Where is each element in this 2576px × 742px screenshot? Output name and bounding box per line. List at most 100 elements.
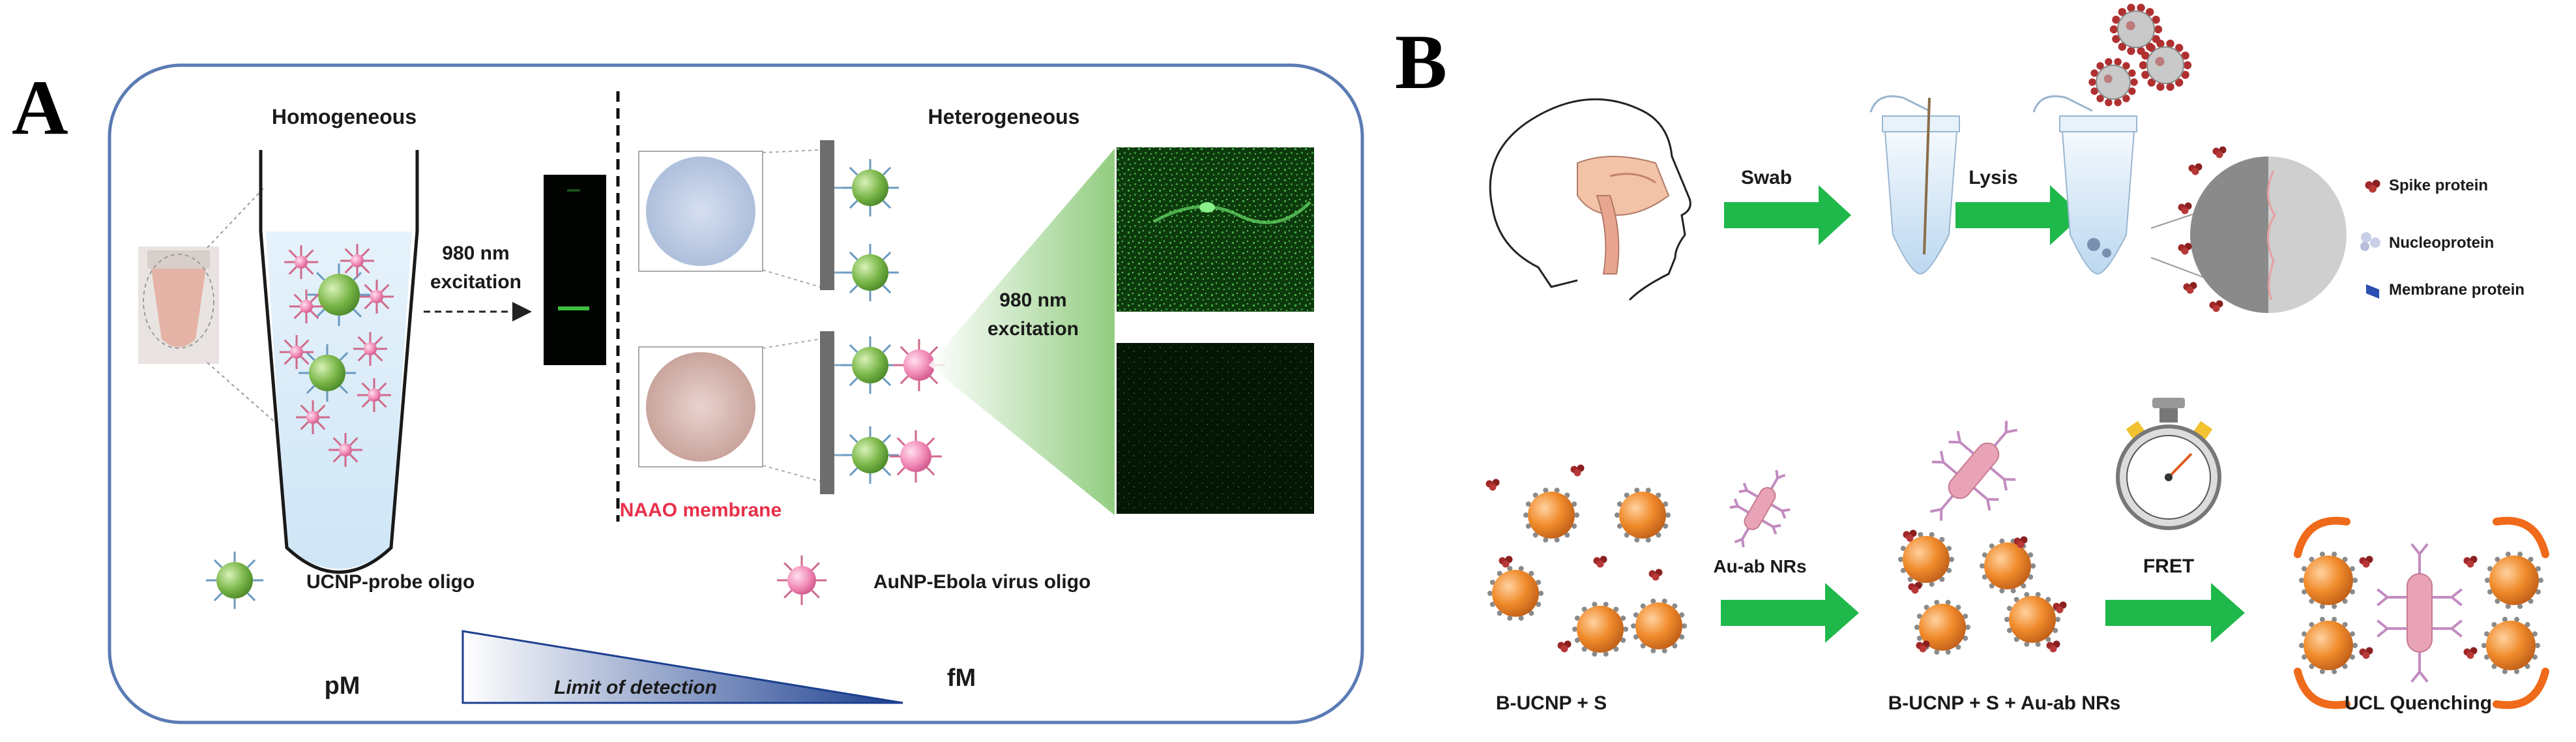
lod-low-label: pM [325, 672, 360, 700]
quench-arrow [2493, 668, 2549, 709]
aunp-particle [893, 339, 945, 391]
ucnp-group-1 [1486, 464, 1687, 657]
aunp-particle [289, 289, 323, 323]
legend-ucnp-label: UCNP-probe oligo [306, 571, 475, 593]
vial-photo [138, 246, 219, 364]
homogeneous-label: Homogeneous [272, 105, 417, 128]
ucnp-particle [1487, 565, 1544, 621]
spike-protein [1486, 479, 1500, 491]
legend-aunp-label: AuNP-Ebola virus oligo [873, 571, 1090, 593]
tube-swab [1869, 95, 1960, 275]
spike-protein [2046, 640, 2060, 653]
virus-cluster [2088, 3, 2192, 106]
ucnp-particle [842, 426, 899, 484]
caption-3: UCL Quenching [2345, 692, 2492, 714]
zoom-line-m2b [762, 465, 821, 482]
ucnp-particle [1572, 601, 1628, 657]
panel-a-letter: A [12, 64, 68, 151]
spike-protein [2178, 202, 2192, 215]
ucnp-particle [1523, 487, 1579, 543]
legend-nucleo-label: Nucleoprotein [2389, 234, 2494, 252]
ucnp-particle [2481, 617, 2540, 674]
ucnp-particle [308, 263, 370, 326]
membrane-blank [638, 151, 763, 272]
swab-arrow [1724, 185, 1851, 245]
panel-a-frame [108, 63, 1364, 724]
au-ab-nr-icon [1729, 469, 1791, 548]
substrate-bottom [820, 331, 834, 494]
zoom-line-m1b [762, 269, 821, 288]
ucnp-particle [2299, 552, 2358, 609]
spike-protein [2359, 647, 2373, 659]
ucnp-particle [842, 336, 899, 394]
hetero-particles [834, 159, 945, 484]
spike-protein [1593, 556, 1607, 568]
au-ab-nanorod [1929, 421, 2018, 521]
substrate-top [820, 140, 834, 290]
ucnp-particle [1631, 598, 1687, 654]
spike-protein [1916, 640, 1930, 653]
ucnp-particle [1615, 487, 1671, 543]
spike-protein [2178, 243, 2192, 255]
legend-aunp-icon [777, 556, 827, 605]
emission-image [544, 175, 606, 365]
heterogeneous-label: Heterogeneous [928, 105, 1080, 128]
legend-membrane-icon [2366, 284, 2379, 299]
zoom-line-m2a [762, 338, 821, 349]
spike-protein [2212, 146, 2227, 158]
virus-particle [2139, 39, 2192, 91]
ucnp-particle [299, 344, 356, 402]
quench-arrow [2294, 516, 2350, 558]
cross-section-spikes [2178, 146, 2227, 312]
aunp-particle [280, 335, 314, 369]
aunp-particle [890, 430, 942, 482]
excitation-left-line2: excitation [430, 271, 521, 293]
excitation-left-line1: 980 nm [442, 243, 509, 264]
excitation-right-line2: excitation [988, 318, 1079, 340]
spike-protein [2183, 282, 2197, 294]
lysis-label: Lysis [1969, 167, 2018, 188]
legend-spike-icon [2365, 179, 2380, 193]
caption-2: B-UCNP + S + Au-ab NRs [1888, 692, 2121, 714]
legend-spike-label: Spike protein [2389, 177, 2488, 194]
legend-ucnp-icon [206, 552, 263, 609]
au-ab-arrow [1721, 583, 1859, 643]
aunp-particle [360, 280, 394, 314]
ucnp-particle [1980, 538, 2036, 594]
ucnp-particle [842, 244, 899, 301]
spike-protein [1648, 569, 1663, 581]
stopwatch-icon [2116, 398, 2221, 530]
legend-membrane-label: Membrane protein [2389, 281, 2525, 299]
aunp-particle [340, 244, 374, 278]
aunp-particle [357, 378, 391, 412]
excitation-beam [929, 149, 1115, 515]
caption-1: B-UCNP + S [1496, 692, 1607, 714]
fluorescence-image-dim [1117, 343, 1314, 514]
au-ab-nanorod [2377, 543, 2463, 683]
spike-protein [1557, 640, 1572, 653]
zoom-line-bottom [207, 362, 307, 451]
au-ab-label: Au-ab NRs [1713, 556, 1806, 576]
tube-lysis [2032, 95, 2137, 275]
spike-protein [1499, 556, 1513, 568]
membrane-sample [638, 346, 763, 467]
ucnp-particle [2004, 591, 2060, 647]
spike-protein [2463, 556, 2478, 568]
head-profile [1489, 98, 1691, 301]
lod-label: Limit of detection [554, 677, 717, 698]
aunp-particle [329, 433, 362, 467]
virus-particle [2088, 58, 2138, 106]
aunp-particle [353, 332, 387, 366]
lysis-arrow [1955, 185, 2083, 245]
aunp-legend-ball [777, 556, 827, 605]
fluorescence-image-bright [1117, 147, 1314, 312]
excitation-right-line1: 980 nm [999, 289, 1066, 311]
spike-legend [2365, 179, 2380, 193]
spike-protein [2053, 601, 2067, 614]
aunp-particle [296, 400, 330, 434]
quench-arrow [2493, 516, 2549, 558]
quench-arrow [2294, 668, 2350, 709]
ucl-quenching-complex [2294, 516, 2549, 709]
spike-protein [2188, 163, 2203, 175]
aunp-particle [284, 245, 318, 279]
